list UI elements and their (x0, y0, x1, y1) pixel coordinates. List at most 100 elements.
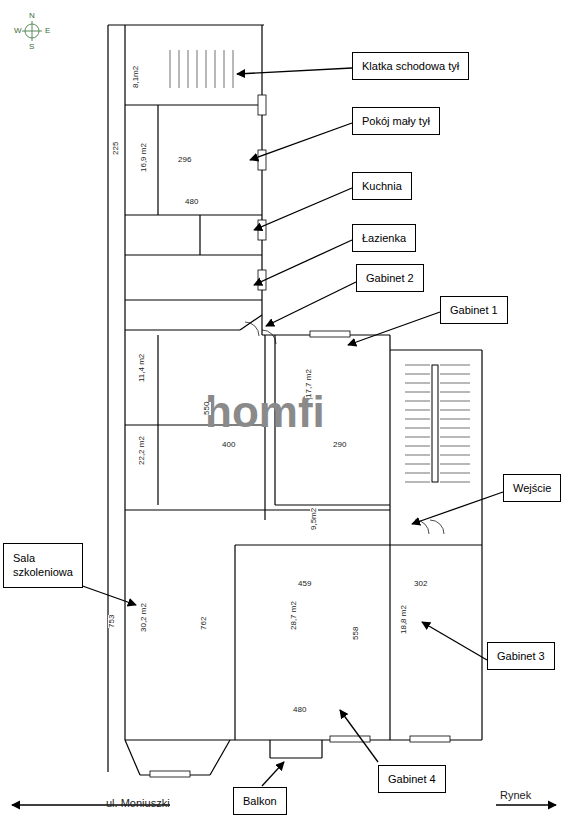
dimension-label: 18,8 m2 (400, 605, 408, 634)
stair-tread (405, 437, 430, 438)
stair-tread (170, 50, 171, 88)
leader-arrow (422, 622, 487, 660)
leader-arrow (496, 804, 556, 805)
dimension-label: 16,9 m2 (140, 143, 148, 172)
compass-letter: E (45, 27, 50, 35)
dimension-label: 28,7 m2 (290, 601, 298, 630)
dimension-label: 22,2 m2 (138, 436, 146, 465)
dimension-label: 30,2 m2 (140, 603, 148, 632)
stair-tread (224, 50, 225, 88)
stair-tread (440, 365, 470, 366)
stair-tread (405, 464, 430, 465)
dimension-label: 302 (414, 580, 427, 588)
dimension-label: 8,1m2 (132, 66, 140, 88)
dimension-label: 480 (293, 706, 306, 714)
stair-tread (440, 401, 470, 402)
wall (125, 740, 140, 775)
compass (22, 21, 42, 41)
callout-box: Gabinet 2 (356, 264, 424, 292)
dimension-label: 762 (200, 617, 208, 630)
callout-text: Gabinet 1 (450, 304, 498, 316)
callout-box: Pokój mały tył (352, 107, 440, 135)
stair-tread (440, 410, 470, 411)
window (258, 220, 266, 240)
stair-tread (188, 50, 189, 88)
callout-box: Gabinet 1 (440, 296, 508, 324)
wall (125, 509, 390, 510)
stair-tread (405, 428, 430, 429)
leader-arrow (348, 312, 440, 345)
wall (240, 315, 262, 330)
wall (125, 254, 262, 255)
window (310, 331, 350, 337)
walls (108, 25, 482, 775)
dimension-label: 17,7 m2 (305, 369, 313, 398)
wall (108, 24, 264, 25)
stair-tread (440, 374, 470, 375)
leader-arrow (250, 123, 352, 160)
callout-text: Gabinet 2 (366, 272, 414, 284)
callout-box: Gabinet 4 (378, 765, 446, 793)
stair-tread (405, 365, 430, 366)
dimension-label: 296 (178, 156, 191, 164)
dimension-label: 550 (203, 402, 211, 415)
stair-tread (440, 392, 470, 393)
stair-well (432, 365, 438, 482)
dimension-label: 480 (185, 198, 198, 206)
stair-tread (405, 455, 430, 456)
dimension-label: 753 (108, 615, 116, 628)
callout-text: Wejście (513, 482, 551, 494)
callout-text: Łazienka (362, 232, 406, 244)
window (330, 736, 370, 742)
stair-tread (233, 50, 234, 88)
wall (390, 349, 482, 350)
wall (157, 335, 158, 505)
door-swing (262, 330, 276, 344)
dimension-label: 290 (333, 441, 346, 449)
street-label: ul. Moniuszki (106, 798, 170, 809)
window (258, 150, 266, 170)
dimension-label: 558 (352, 627, 360, 640)
dimension-label: 459 (298, 580, 311, 588)
wall (125, 329, 240, 330)
leader-arrow (412, 492, 503, 524)
dimension-label: 11,4 m2 (138, 354, 146, 382)
wall (270, 757, 322, 758)
door-swing (430, 520, 444, 534)
wall (125, 104, 262, 105)
stair-tread (215, 50, 216, 88)
stair-tread (440, 437, 470, 438)
stair-tread (206, 50, 207, 88)
stair-tread (440, 455, 470, 456)
wall (234, 545, 235, 740)
leader-arrow (266, 282, 356, 326)
street-label: Rynek (500, 790, 531, 801)
wall (389, 335, 390, 350)
stair-tread (440, 482, 470, 483)
compass-letter: S (29, 43, 34, 51)
stair-tread (440, 446, 470, 447)
stair-tread (405, 374, 430, 375)
stair-tread (405, 419, 430, 420)
callout-box: Balkon (233, 787, 287, 815)
stair-tread (405, 410, 430, 411)
dimension-label: 225 (112, 142, 120, 155)
callout-box: Klatka schodowa tył (352, 52, 469, 80)
leader-arrow (340, 710, 378, 762)
callout-text: Pokój mały tył (362, 115, 430, 127)
stair-tread (179, 50, 180, 88)
callout-box: Wejście (503, 474, 561, 502)
window (150, 771, 190, 777)
stair-tread (405, 446, 430, 447)
stair-tread (440, 419, 470, 420)
stair-tread (405, 392, 430, 393)
dimension-label: 9,5m2 (310, 508, 318, 530)
callout-text: Gabinet 3 (497, 650, 545, 662)
leader-arrow (254, 188, 352, 230)
callout-text: Gabinet 4 (388, 773, 436, 785)
stair-tread (405, 482, 430, 483)
dimension-label: 400 (222, 441, 235, 449)
wall (157, 105, 158, 215)
wall (199, 215, 200, 255)
